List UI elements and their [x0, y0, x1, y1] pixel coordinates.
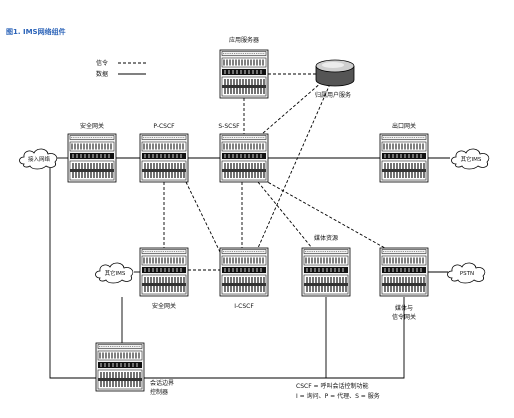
pstn-node: PSTN — [447, 262, 486, 284]
other-ims-left-node: 其它IMS — [95, 262, 134, 284]
security-gateway-bottom-label: 安全网关 — [152, 302, 176, 310]
legend-signaling-label: 信令 — [96, 59, 108, 67]
server-rack-icon — [379, 247, 429, 297]
media-gateway-label-line1: 媒体与 — [395, 304, 413, 312]
footnote-line1: CSCF = 呼叫会话控制功能 — [296, 382, 368, 390]
media-resource-label: 媒体资源 — [314, 234, 338, 242]
sig-scscf-media — [257, 181, 313, 249]
session-border-controller-node: 会话边界 控制器 — [95, 342, 174, 396]
server-rack-icon — [219, 133, 269, 183]
pstn-label: PSTN — [460, 271, 474, 277]
sig-hss-icscf — [257, 83, 331, 249]
app-server-node: 应用服务器 — [219, 36, 269, 99]
security-gateway-top-label: 安全网关 — [80, 122, 104, 130]
server-rack-icon — [67, 133, 117, 183]
server-rack-icon — [219, 49, 269, 99]
app-server-label: 应用服务器 — [229, 36, 259, 44]
data-links — [49, 157, 450, 379]
p-cscf-label: P-CSCF — [153, 123, 175, 130]
exit-gateway-label: 出口网关 — [392, 122, 416, 130]
p-cscf-node: P-CSCF — [139, 123, 189, 183]
media-resource-node: 媒体资源 — [301, 234, 351, 297]
legend-data-label: 数据 — [96, 70, 108, 78]
sbc-label-line2: 控制器 — [150, 388, 168, 396]
server-rack-icon — [379, 133, 429, 183]
footnote-line2: I = 询问、P = 代理、S = 服务 — [296, 392, 380, 400]
sig-scscf-mediagw — [263, 179, 393, 253]
access-network-label: 接入网络 — [28, 155, 51, 163]
figure-title: 图1. IMS网络组件 — [6, 27, 66, 36]
other-ims-right-node: 其它IMS — [451, 148, 490, 170]
server-rack-icon — [95, 342, 145, 392]
signaling-links — [163, 73, 393, 271]
other-ims-right-label: 其它IMS — [461, 155, 482, 163]
server-rack-icon — [301, 247, 351, 297]
s-cscf-label: S-SCSF — [218, 123, 240, 130]
server-rack-icon — [139, 247, 189, 297]
server-rack-icon — [139, 133, 189, 183]
sig-pcscf-icscf — [185, 181, 221, 253]
database-icon — [315, 59, 355, 87]
security-gateway-bottom-node: 安全网关 — [139, 247, 189, 310]
exit-gateway-node: 出口网关 — [379, 122, 429, 183]
security-gateway-top-node: 安全网关 — [67, 122, 117, 183]
s-cscf-node: S-SCSF — [218, 123, 269, 183]
footnote: CSCF = 呼叫会话控制功能 I = 询问、P = 代理、S = 服务 — [296, 382, 380, 400]
server-rack-icon — [219, 247, 269, 297]
i-cscf-label: I-CSCF — [234, 303, 254, 310]
sig-hss-scscf — [261, 81, 323, 135]
link-access-sbc — [49, 168, 96, 379]
media-gateway-label-line2: 信令网关 — [392, 313, 416, 321]
hss-label: 归属用户服务 — [315, 91, 351, 99]
other-ims-left-label: 其它IMS — [105, 269, 126, 277]
legend: 信令 数据 — [96, 59, 146, 78]
media-gateway-node: 媒体与 信令网关 — [379, 247, 429, 321]
hss-node: 归属用户服务 — [315, 59, 355, 99]
i-cscf-node: I-CSCF — [219, 247, 269, 310]
access-network-node: 接入网络 — [19, 148, 58, 170]
link-sbc-mediagw — [144, 297, 405, 379]
sbc-label-line1: 会话边界 — [150, 379, 174, 387]
